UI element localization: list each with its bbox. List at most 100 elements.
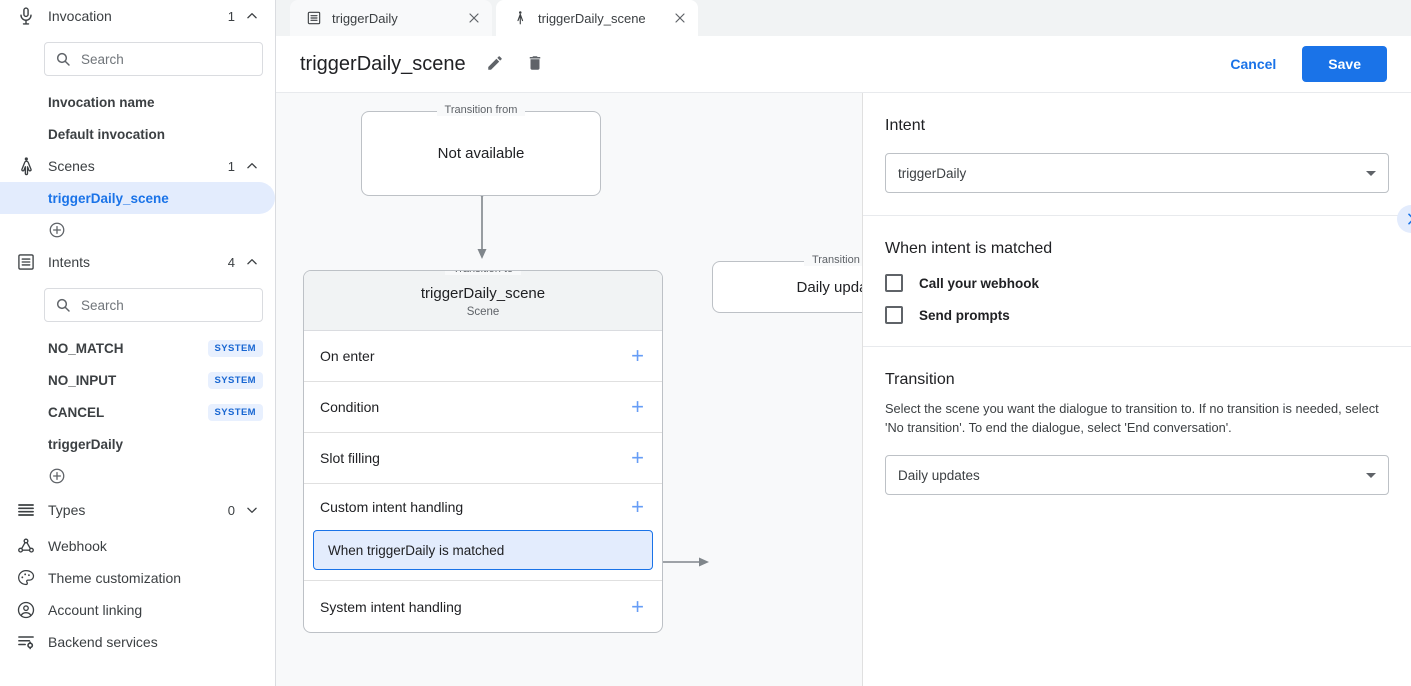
- search-icon: [55, 51, 71, 67]
- backend-services-icon: [14, 630, 38, 654]
- tab-label: triggerDaily: [332, 10, 398, 26]
- checkbox-box[interactable]: [885, 306, 903, 324]
- sidebar-item-no-input[interactable]: NO_INPUT SYSTEM: [0, 364, 275, 396]
- intent-icon: [306, 10, 322, 26]
- scene-row-system-intent-handling[interactable]: System intent handling +: [304, 581, 662, 632]
- scene-row-label: System intent handling: [320, 598, 462, 615]
- intent-section: Intent triggerDaily: [863, 93, 1411, 216]
- invocation-search[interactable]: [44, 42, 263, 76]
- transition-select[interactable]: Daily updates: [885, 455, 1389, 496]
- sidebar-section-count: 0: [227, 502, 235, 518]
- transition-from-value: Not available: [437, 145, 525, 162]
- tab-triggerdaily[interactable]: triggerDaily: [290, 0, 492, 36]
- palette-icon: [14, 566, 38, 590]
- transition-to-value: Daily updates: [796, 278, 862, 296]
- scene-node-name: triggerDaily_scene: [420, 285, 546, 302]
- sidebar-section-count: 1: [227, 158, 235, 174]
- add-icon[interactable]: +: [631, 343, 644, 368]
- tab-bar: triggerDaily triggerDaily_scene: [276, 0, 1411, 36]
- sidebar-section-count: 4: [227, 254, 235, 270]
- page-title: triggerDaily_scene: [300, 52, 466, 75]
- left-sidebar: Invocation 1 Invocation name Default inv…: [0, 0, 276, 686]
- sidebar-item-triggerdaily-scene[interactable]: triggerDaily_scene: [0, 182, 275, 214]
- transition-section-title: Transition: [885, 371, 955, 388]
- add-circle-icon: [48, 467, 66, 485]
- sidebar-section-scenes[interactable]: Scenes 1: [0, 150, 275, 182]
- chevron-down-icon: [1366, 472, 1376, 478]
- checkbox-label: Send prompts: [919, 307, 1010, 323]
- transition-from-node[interactable]: Transition from Not available: [361, 104, 601, 196]
- chevron-up-icon: [245, 159, 259, 173]
- sidebar-item-label: Account linking: [48, 602, 143, 618]
- scene-row-slot-filling[interactable]: Slot filling +: [304, 433, 662, 484]
- types-list-icon: [14, 498, 38, 522]
- pencil-icon[interactable]: [486, 54, 506, 74]
- save-button[interactable]: Save: [1302, 46, 1387, 82]
- sidebar-item-label: Backend services: [48, 634, 158, 650]
- sidebar-item-label: CANCEL: [48, 404, 105, 420]
- sidebar-item-label: triggerDaily: [48, 436, 124, 452]
- transition-to-node[interactable]: Transition to Daily updates: [712, 254, 862, 313]
- scene-row-label: Slot filling: [320, 450, 380, 466]
- scene-icon: [512, 10, 528, 26]
- sidebar-item-triggerdaily[interactable]: triggerDaily: [0, 428, 275, 460]
- microphone-icon: [14, 4, 38, 28]
- scene-row-custom-intent-handling[interactable]: Custom intent handling +: [304, 484, 662, 530]
- sidebar-item-label: NO_MATCH: [48, 340, 124, 356]
- main-area: triggerDaily triggerDaily_scene: [276, 0, 1411, 686]
- checkbox-call-your-webhook[interactable]: Call your webhook: [885, 274, 1389, 292]
- checkbox-label: Call your webhook: [919, 275, 1040, 291]
- tab-label: triggerDaily_scene: [538, 10, 646, 26]
- scene-row-label: On enter: [320, 348, 375, 364]
- sidebar-item-theme-customization[interactable]: Theme customization: [0, 562, 275, 594]
- add-scene-button[interactable]: [0, 214, 275, 246]
- scene-row-on-enter[interactable]: On enter +: [304, 331, 662, 382]
- chevron-down-icon: [245, 503, 259, 517]
- intent-select[interactable]: triggerDaily: [885, 153, 1389, 193]
- add-icon[interactable]: +: [631, 445, 644, 470]
- scene-row-condition[interactable]: Condition +: [304, 382, 662, 433]
- sidebar-section-label: Intents: [48, 254, 91, 270]
- add-icon[interactable]: +: [631, 593, 644, 619]
- invocation-search-input[interactable]: [81, 51, 258, 67]
- close-icon[interactable]: [672, 10, 688, 26]
- close-icon[interactable]: [466, 10, 482, 26]
- sidebar-section-count: 1: [227, 8, 235, 24]
- status-badge: SYSTEM: [207, 371, 263, 389]
- sidebar-section-label: Invocation: [48, 8, 112, 24]
- add-icon[interactable]: +: [631, 394, 644, 419]
- add-intent-button[interactable]: [0, 460, 275, 492]
- sidebar-item-label: NO_INPUT: [48, 372, 117, 388]
- cancel-button[interactable]: Cancel: [1216, 48, 1290, 80]
- intent-handler-chip[interactable]: When triggerDaily is matched: [313, 530, 653, 570]
- trash-icon[interactable]: [526, 54, 546, 74]
- sidebar-item-account-linking[interactable]: Account linking: [0, 594, 275, 626]
- intents-search-input[interactable]: [81, 297, 258, 313]
- tab-triggerdaily-scene[interactable]: triggerDaily_scene: [496, 0, 698, 36]
- sidebar-item-invocation-name[interactable]: Invocation name: [48, 94, 155, 110]
- sidebar-section-invocation[interactable]: Invocation 1: [0, 0, 275, 32]
- properties-panel: Intent triggerDaily When intent is match…: [862, 93, 1411, 686]
- intents-list-icon: [14, 250, 38, 274]
- sidebar-section-intents[interactable]: Intents 4: [0, 246, 275, 278]
- sidebar-item-backend-services[interactable]: Backend services: [0, 626, 275, 658]
- chevron-up-icon: [245, 9, 259, 23]
- scene-flow-canvas[interactable]: Transition from Not available Transition…: [276, 93, 862, 686]
- checkbox-box[interactable]: [885, 274, 903, 292]
- page-body: Transition from Not available Transition…: [276, 93, 1411, 686]
- scene-group-custom-intent-handling: Custom intent handling + When triggerDai…: [304, 484, 662, 581]
- when-intent-matched-title: When intent is matched: [885, 240, 1053, 257]
- transition-select-value: Daily updates: [898, 467, 980, 483]
- chevron-down-icon: [1366, 170, 1376, 176]
- sidebar-item-no-match[interactable]: NO_MATCH SYSTEM: [0, 332, 275, 364]
- sidebar-item-webhook[interactable]: Webhook: [0, 530, 275, 562]
- add-icon[interactable]: +: [631, 494, 644, 519]
- sidebar-item-default-invocation[interactable]: Default invocation: [48, 126, 166, 142]
- sidebar-item-cancel[interactable]: CANCEL SYSTEM: [0, 396, 275, 428]
- status-badge: SYSTEM: [207, 339, 263, 357]
- add-circle-icon: [48, 221, 66, 239]
- checkbox-send-prompts[interactable]: Send prompts: [885, 306, 1389, 324]
- sidebar-section-types[interactable]: Types 0: [0, 494, 275, 526]
- scene-node[interactable]: Transition to triggerDaily_scene Scene O…: [303, 270, 663, 633]
- intents-search[interactable]: [44, 288, 263, 322]
